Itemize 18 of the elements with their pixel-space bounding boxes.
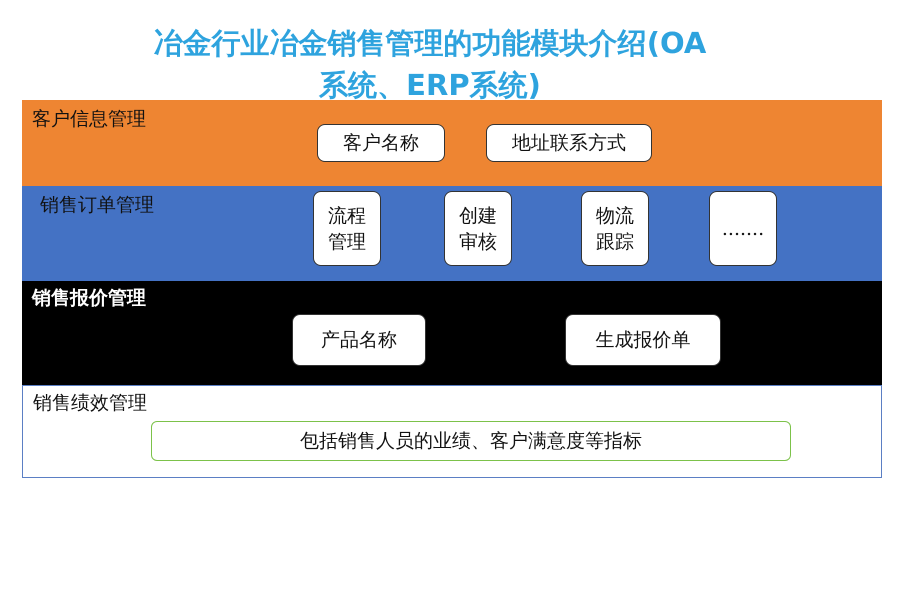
item-box: 产品名称 bbox=[292, 314, 426, 366]
item-box: 生成报价单 bbox=[565, 314, 721, 366]
module-band bbox=[22, 186, 882, 281]
item-box: 流程管理 bbox=[313, 191, 381, 266]
band-heading: 销售订单管理 bbox=[40, 193, 154, 218]
band-heading: 销售绩效管理 bbox=[33, 391, 147, 416]
item-box: ....... bbox=[709, 191, 777, 266]
module-band bbox=[22, 100, 882, 186]
band-heading: 销售报价管理 bbox=[32, 286, 146, 311]
module-band bbox=[22, 281, 882, 385]
item-box: 包括销售人员的业绩、客户满意度等指标 bbox=[151, 421, 791, 461]
band-heading: 客户信息管理 bbox=[32, 107, 146, 132]
item-box: 地址联系方式 bbox=[486, 124, 652, 162]
title: 冶金行业冶金销售管理的功能模块介绍(OA系统、ERP系统) bbox=[152, 25, 708, 104]
item-box: 客户名称 bbox=[317, 124, 445, 162]
item-box: 创建审核 bbox=[444, 191, 512, 266]
item-box: 物流跟踪 bbox=[581, 191, 649, 266]
module-band bbox=[22, 385, 882, 478]
